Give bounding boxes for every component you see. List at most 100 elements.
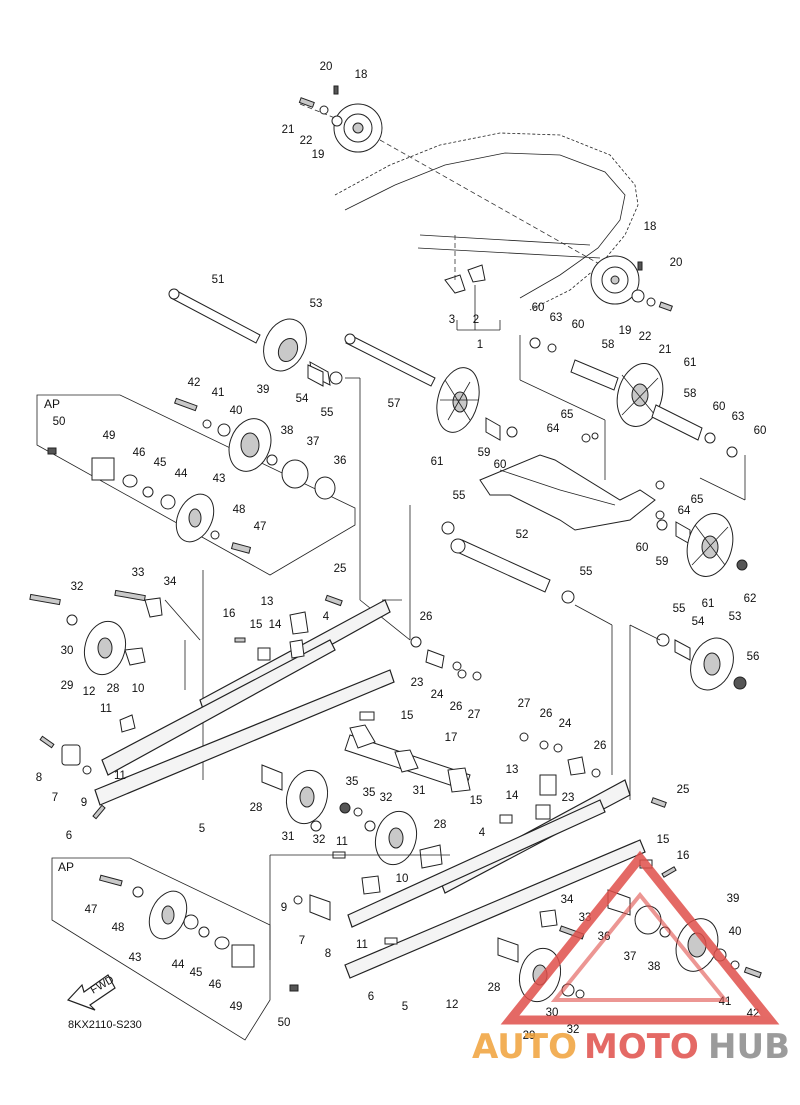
part-label: 57 — [388, 398, 401, 410]
part-label: 11 — [114, 770, 126, 782]
part-label: 26 — [420, 611, 433, 623]
part-label: 32 — [567, 1024, 580, 1036]
part-label: 45 — [154, 457, 167, 469]
part-label: 59 — [478, 447, 491, 459]
part-label: 27 — [518, 698, 531, 710]
part-label: 4 — [479, 827, 486, 839]
cross-shaft-17 — [344, 711, 471, 793]
part-label: 31 — [413, 785, 426, 797]
part-label: 5 — [199, 823, 205, 835]
shaft-52 — [409, 505, 613, 775]
top-idler-group — [298, 85, 611, 271]
part-label: 37 — [307, 436, 320, 448]
front-wheel-39-group — [173, 397, 336, 500]
part-label: 46 — [133, 447, 146, 459]
part-label: 23 — [411, 677, 424, 689]
part-label: 1 — [477, 339, 483, 351]
part-label: 32 — [313, 834, 326, 846]
part-label: 24 — [431, 689, 444, 701]
bracket-49-upper — [91, 457, 115, 481]
part-label: 26 — [594, 740, 607, 752]
part-label: 53 — [729, 611, 742, 623]
part-label: 47 — [254, 521, 267, 533]
fwd-arrow: FWD — [66, 974, 116, 1011]
part-label: 32 — [380, 792, 393, 804]
part-label: 56 — [747, 651, 760, 663]
part-label: 60 — [532, 302, 545, 314]
part-label: 49 — [103, 430, 116, 442]
part-label: 19 — [619, 325, 632, 337]
part-label: 55 — [321, 407, 334, 419]
part-label: 64 — [678, 505, 691, 517]
part-label: 43 — [213, 473, 226, 485]
part-label: 42 — [188, 377, 201, 389]
part-label: 14 — [506, 790, 519, 802]
part-label: 15 — [250, 619, 263, 631]
part-label: 25 — [677, 784, 690, 796]
part-label: 52 — [516, 529, 529, 541]
part-label: 11 — [336, 836, 348, 848]
part-label: 2 — [473, 314, 479, 326]
part-label: 17 — [445, 732, 458, 744]
shaft-51 — [168, 288, 261, 344]
part-label: 59 — [656, 556, 669, 568]
part-label: 10 — [396, 873, 409, 885]
watermark-part-moto: MOTO — [584, 1027, 699, 1067]
ap-label-lower: AP — [58, 860, 74, 874]
part-label: 14 — [269, 619, 282, 631]
part-label: 60 — [494, 459, 507, 471]
part-label: 12 — [446, 999, 459, 1011]
part-label: 49 — [230, 1001, 243, 1013]
part-label: 48 — [112, 922, 125, 934]
part-label: 48 — [233, 504, 246, 516]
part-label: 21 — [659, 344, 672, 356]
part-label: 50 — [53, 416, 66, 428]
part-label: 61 — [684, 357, 697, 369]
part-label: 15 — [470, 795, 483, 807]
automotohub-watermark: AUTO MOTO HUB — [472, 850, 790, 1067]
part-label: 40 — [230, 405, 243, 417]
part-label: 23 — [562, 792, 575, 804]
part-label: 38 — [281, 425, 294, 437]
wheel-61-rear — [686, 513, 748, 577]
part-label: 50 — [278, 1017, 291, 1029]
part-label: 18 — [644, 221, 657, 233]
bracket-2-3 — [444, 235, 501, 331]
part-label: 64 — [547, 423, 560, 435]
diagram-code: 8KX2110-S230 — [68, 1019, 142, 1031]
watermark-part-hub: HUB — [708, 1027, 790, 1067]
part-label: 60 — [754, 425, 767, 437]
shaft-57 — [344, 333, 436, 387]
part-label: 16 — [223, 608, 236, 620]
part-label: 37 — [624, 951, 637, 963]
part-label: 15 — [401, 710, 414, 722]
slide-rail-right — [269, 732, 667, 979]
part-label: 46 — [209, 979, 222, 991]
part-label: 11 — [356, 939, 368, 951]
part-label: 8 — [36, 772, 42, 784]
part-label: 25 — [334, 563, 347, 575]
part-number-labels: 20 18 21 22 19 18 20 19 22 21 3 2 1 51 5… — [36, 61, 767, 1042]
part-label: 40 — [729, 926, 742, 938]
part-label: 35 — [363, 787, 376, 799]
part-label: 51 — [212, 274, 225, 286]
part-label: 55 — [580, 566, 593, 578]
part-label: 60 — [572, 319, 585, 331]
part-label: 4 — [323, 611, 330, 623]
part-label: 29 — [61, 680, 74, 692]
part-label: 38 — [648, 961, 661, 973]
part-label: 5 — [402, 1001, 408, 1013]
part-label: 55 — [673, 603, 686, 615]
part-label: 47 — [85, 904, 98, 916]
wheel-53-lower — [629, 624, 747, 800]
shaft-58-group — [519, 335, 746, 501]
rear-arm-frame — [479, 432, 691, 545]
part-label: 3 — [449, 314, 455, 326]
part-label: 41 — [212, 387, 225, 399]
part-label: 65 — [561, 409, 574, 421]
bolt-21-top — [298, 97, 315, 108]
part-label: 18 — [355, 69, 368, 81]
part-label: 19 — [312, 149, 325, 161]
part-label: 58 — [684, 388, 697, 400]
